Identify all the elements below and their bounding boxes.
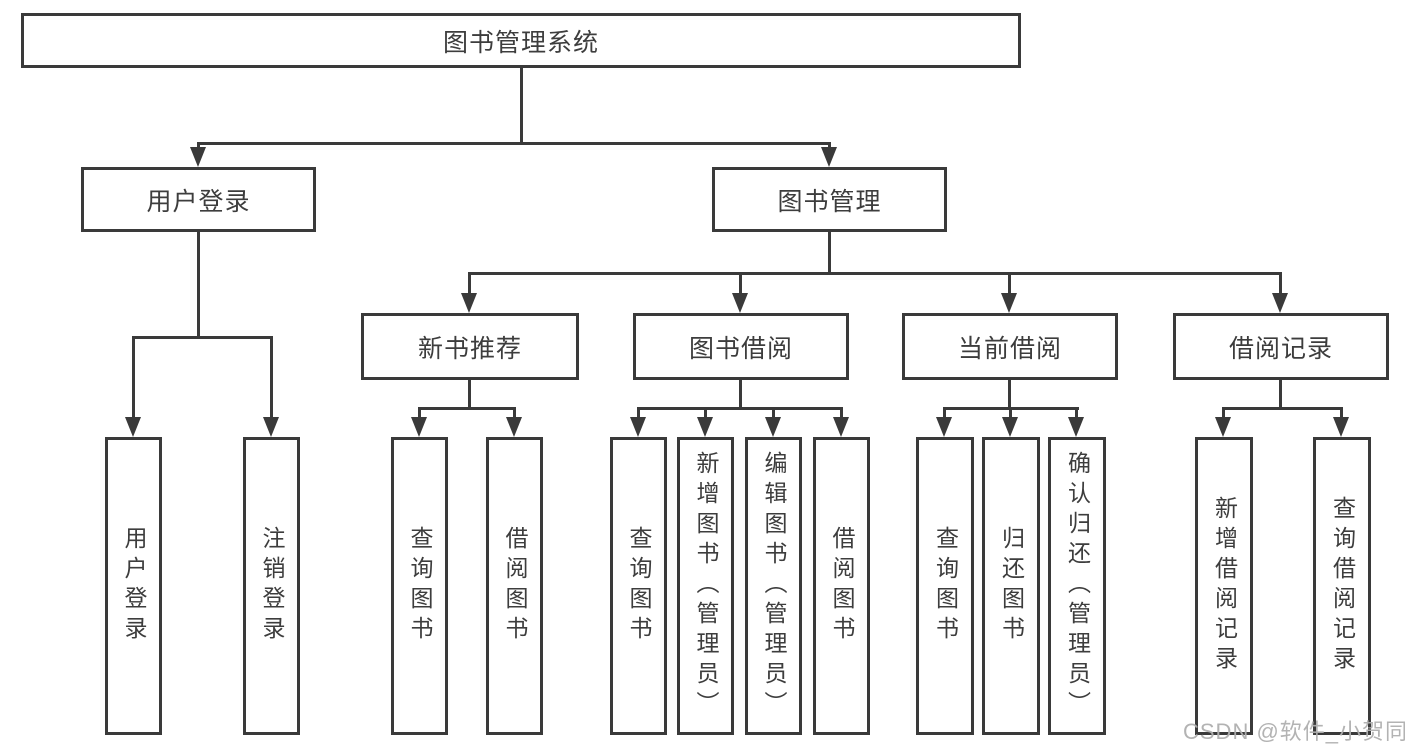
arrow-down-icon [1068, 417, 1084, 437]
leaf-edit-book-admin: 编辑图书（管理员） [745, 437, 802, 735]
arrow-down-icon [1272, 293, 1288, 313]
leaf-user-login: 用户登录 [105, 437, 162, 735]
arrow-down-icon [411, 417, 427, 437]
arrow-down-icon [630, 417, 646, 437]
arrow-down-icon [263, 417, 279, 437]
arrow-down-icon [1333, 417, 1349, 437]
connector-line [270, 336, 273, 420]
connector-line [197, 142, 831, 145]
connector-line [418, 407, 516, 410]
connector-line [1222, 407, 1225, 421]
connector-line [1008, 380, 1011, 410]
node-book-management: 图书管理 [712, 167, 947, 232]
connector-line [520, 67, 523, 142]
leaf-query-books-3: 查询图书 [916, 437, 974, 735]
arrow-down-icon [833, 417, 849, 437]
leaf-borrow-books-1: 借阅图书 [486, 437, 543, 735]
connector-line [828, 232, 831, 275]
arrow-down-icon [697, 417, 713, 437]
leaf-add-borrow-record: 新增借阅记录 [1195, 437, 1253, 735]
connector-line [637, 407, 640, 421]
leaf-logout-label: 注销登录 [259, 526, 285, 646]
node-borrow-records-label: 借阅记录 [1228, 334, 1333, 363]
arrow-down-icon [821, 147, 837, 167]
connector-line [1279, 380, 1282, 410]
arrow-down-icon [936, 417, 952, 437]
connector-line [418, 407, 421, 421]
node-book-borrow-label: 图书借阅 [688, 334, 793, 363]
leaf-borrow-books-1-label: 借阅图书 [502, 526, 528, 646]
arrow-down-icon [1002, 417, 1018, 437]
connector-line [468, 380, 471, 410]
leaf-edit-book-admin-label: 编辑图书（管理员） [761, 451, 787, 721]
connector-line [197, 232, 200, 339]
arrow-down-icon [765, 417, 781, 437]
arrow-down-icon [461, 293, 477, 313]
leaf-query-books-2-label: 查询图书 [626, 526, 652, 646]
leaf-query-books-1-label: 查询图书 [407, 526, 433, 646]
connector-line [739, 380, 742, 410]
connector-line [1340, 407, 1343, 421]
node-book-borrow: 图书借阅 [633, 313, 849, 380]
connector-line [132, 336, 273, 339]
node-current-borrow-label: 当前借阅 [957, 334, 1062, 363]
arrow-down-icon [1215, 417, 1231, 437]
leaf-user-login-label: 用户登录 [121, 526, 147, 646]
arrow-down-icon [732, 293, 748, 313]
arrow-down-icon [1001, 293, 1017, 313]
connector-line [637, 407, 843, 410]
leaf-add-book-admin-label: 新增图书（管理员） [693, 451, 719, 721]
connector-line [840, 407, 843, 421]
leaf-confirm-return-admin-label: 确认归还（管理员） [1064, 451, 1091, 721]
connector-line [468, 272, 1282, 275]
connector-line [1222, 407, 1343, 410]
node-root: 图书管理系统 [21, 13, 1021, 68]
node-user-login: 用户登录 [81, 167, 316, 232]
leaf-query-books-1: 查询图书 [391, 437, 448, 735]
arrow-down-icon [190, 147, 206, 167]
connector-line [1075, 407, 1078, 421]
leaf-query-books-2: 查询图书 [610, 437, 667, 735]
csdn-watermark: CSDN @软件_小贺同学 [1183, 719, 1405, 744]
arrow-down-icon [506, 417, 522, 437]
leaf-logout: 注销登录 [243, 437, 300, 735]
node-current-borrow: 当前借阅 [902, 313, 1118, 380]
connector-line [1008, 272, 1011, 296]
node-new-book-recommend-label: 新书推荐 [417, 334, 522, 363]
leaf-add-book-admin: 新增图书（管理员） [677, 437, 734, 735]
connector-line [943, 407, 946, 421]
connector-line [704, 407, 707, 421]
node-new-book-recommend: 新书推荐 [361, 313, 579, 380]
leaf-query-borrow-record: 查询借阅记录 [1313, 437, 1371, 735]
node-user-login-label: 用户登录 [146, 187, 251, 216]
connector-line [1009, 407, 1012, 421]
leaf-query-borrow-record-label: 查询借阅记录 [1329, 496, 1356, 676]
arrow-down-icon [125, 417, 141, 437]
node-borrow-records: 借阅记录 [1173, 313, 1389, 380]
leaf-query-books-3-label: 查询图书 [932, 526, 959, 646]
connector-line [739, 272, 742, 296]
leaf-return-book: 归还图书 [982, 437, 1040, 735]
leaf-add-borrow-record-label: 新增借阅记录 [1211, 496, 1238, 676]
node-book-management-label: 图书管理 [777, 187, 882, 216]
connector-line [132, 336, 135, 420]
connector-line [1279, 272, 1282, 296]
connector-line [772, 407, 775, 421]
leaf-confirm-return-admin: 确认归还（管理员） [1048, 437, 1106, 735]
connector-line [513, 407, 516, 421]
leaf-return-book-label: 归还图书 [998, 526, 1025, 646]
connector-line [468, 272, 471, 296]
leaf-borrow-books-2: 借阅图书 [813, 437, 870, 735]
leaf-borrow-books-2-label: 借阅图书 [829, 526, 855, 646]
node-root-label: 图书管理系统 [442, 28, 599, 57]
